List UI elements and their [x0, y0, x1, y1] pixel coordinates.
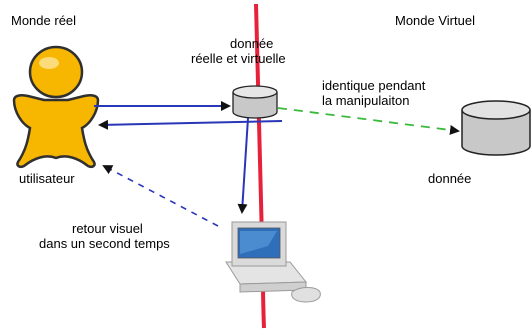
feedback-label-line2: dans un second temps — [39, 236, 170, 251]
identical-label-line2: la manipulaiton — [322, 93, 410, 108]
virtual-world-label: Monde Virtuel — [395, 13, 475, 28]
feedback-label-line1: retour visuel — [72, 221, 143, 236]
world-divider-line — [254, 3, 266, 329]
arrow-data-to-computer — [237, 117, 249, 214]
identical-label-line1: identique pendant — [322, 78, 426, 93]
shared-data-label-line1: donnée — [230, 36, 274, 51]
arrow-data-to-user — [98, 119, 283, 130]
sync-line-to-virtual-data — [277, 107, 460, 135]
shared-data-cylinder-icon — [232, 85, 278, 119]
user-icon — [12, 45, 100, 169]
virtual-data-label: donnée — [428, 171, 472, 186]
arrow-feedback-to-user — [102, 165, 219, 227]
virtual-data-cylinder-icon — [461, 100, 531, 156]
computer-icon — [225, 221, 321, 303]
shared-data-label-line2: réelle et virtuelle — [191, 51, 286, 66]
user-label: utilisateur — [19, 171, 75, 186]
real-world-label: Monde réel — [11, 13, 77, 28]
